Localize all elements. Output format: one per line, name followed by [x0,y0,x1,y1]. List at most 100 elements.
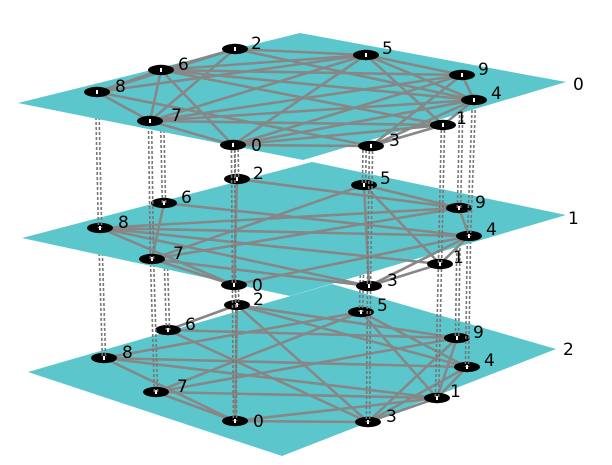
node-label: 2 [251,34,262,54]
interlayer-link-3 [366,145,371,287]
edge-0-8-7 [95,90,152,123]
node-2-1: 1 [424,382,461,404]
node-2-6: 6 [155,315,196,336]
node-0-9: 9 [449,60,489,81]
node-label: 3 [386,407,397,427]
edge-2-2-0 [233,303,239,423]
layer-1-label: 1 [568,209,579,229]
node-1-1: 1 [427,248,464,270]
edge-1-7-3 [150,257,371,288]
node-marker-tick [360,310,362,314]
node-marker-tick [96,90,98,94]
edge-1-6-4 [162,201,471,238]
node-marker-tick [436,396,438,400]
node-1-8: 8 [87,213,129,234]
edge-0-7-6 [148,68,163,123]
edge-1-8-4 [98,226,471,238]
edge-2-2-9 [235,303,459,340]
node-label: 5 [380,169,391,189]
node-marker-tick [163,201,165,205]
node-marker-tick [149,119,151,123]
node-marker-tick [232,143,234,147]
node-label: 8 [122,343,133,363]
edge-0-9-0 [231,73,464,147]
edge-1-5-7 [150,183,366,261]
edge-0-9-7 [148,73,464,123]
edge-0-2-7 [148,47,237,123]
node-2-9: 9 [444,323,484,344]
interlayer-link-4 [469,99,477,237]
node-0-4: 4 [461,84,502,106]
interlayer-link-3 [368,285,372,423]
edge-0-5-4 [364,53,476,102]
node-label: 5 [382,39,393,59]
edge-1-1-3 [367,262,442,288]
edge-2-1-7 [154,390,439,400]
edge-0-6-4 [159,68,476,102]
node-label: 7 [177,377,188,397]
interlayer-link-7 [149,258,156,393]
node-2-7: 7 [143,377,188,398]
node-label: 8 [118,213,129,233]
node-0-3: 3 [358,131,400,152]
node-1-5: 5 [351,169,391,191]
node-label: 0 [252,276,263,296]
node-1-6: 6 [151,188,192,209]
edge-1-5-1 [362,183,442,266]
edge-2-9-3 [366,336,459,424]
layer-2-label: 2 [563,340,574,360]
node-marker-tick [466,365,468,369]
layer-0-label: 0 [573,75,584,95]
node-label: 6 [181,188,192,208]
interlayer-link-7 [150,120,155,260]
node-marker-tick [439,262,441,266]
node-marker-tick [234,47,236,51]
edge-2-6-2 [166,303,239,332]
node-marker-tick [363,183,365,187]
interlayer-link-7 [152,258,159,393]
node-label: 2 [253,290,264,310]
edge-0-6-5 [159,53,368,72]
node-1-9: 9 [446,193,486,214]
interlayer-link-0 [231,284,235,422]
node-label: 1 [453,248,464,268]
layer-0-edges [95,47,476,148]
node-marker-tick [160,68,162,72]
edge-0-1-0 [231,123,445,147]
node-marker-tick [458,206,460,210]
edge-0-2-4 [233,47,476,102]
edge-2-8-5 [102,310,363,360]
edge-2-1-3 [366,396,439,424]
edge-2-5-1 [359,310,439,400]
node-0-1: 1 [430,109,467,131]
edge-1-9-7 [150,206,461,261]
node-2-3: 3 [355,407,397,428]
node-label: 5 [377,296,388,316]
node-1-2: 2 [224,164,264,185]
layer-2-plane [28,284,556,456]
node-label: 0 [253,412,264,432]
node-0-6: 6 [148,55,189,76]
interlayer-link-1 [440,124,446,265]
edge-2-2-4 [235,303,469,369]
node-label: 9 [478,60,489,80]
node-marker-tick [368,284,370,288]
node-marker-tick [236,177,238,181]
edge-2-1-0 [233,396,439,423]
node-2-5: 5 [348,296,388,318]
node-1-4: 4 [456,220,497,242]
interlayer-link-7 [147,120,152,260]
node-1-3: 3 [356,271,398,292]
node-label: 9 [473,323,484,343]
edge-2-6-3 [166,328,370,424]
node-marker-tick [236,303,238,307]
node-marker-tick [167,328,169,332]
edge-1-5-9 [362,183,461,210]
node-label: 1 [456,109,467,129]
edge-1-4-3 [367,234,471,288]
node-label: 0 [251,136,262,156]
